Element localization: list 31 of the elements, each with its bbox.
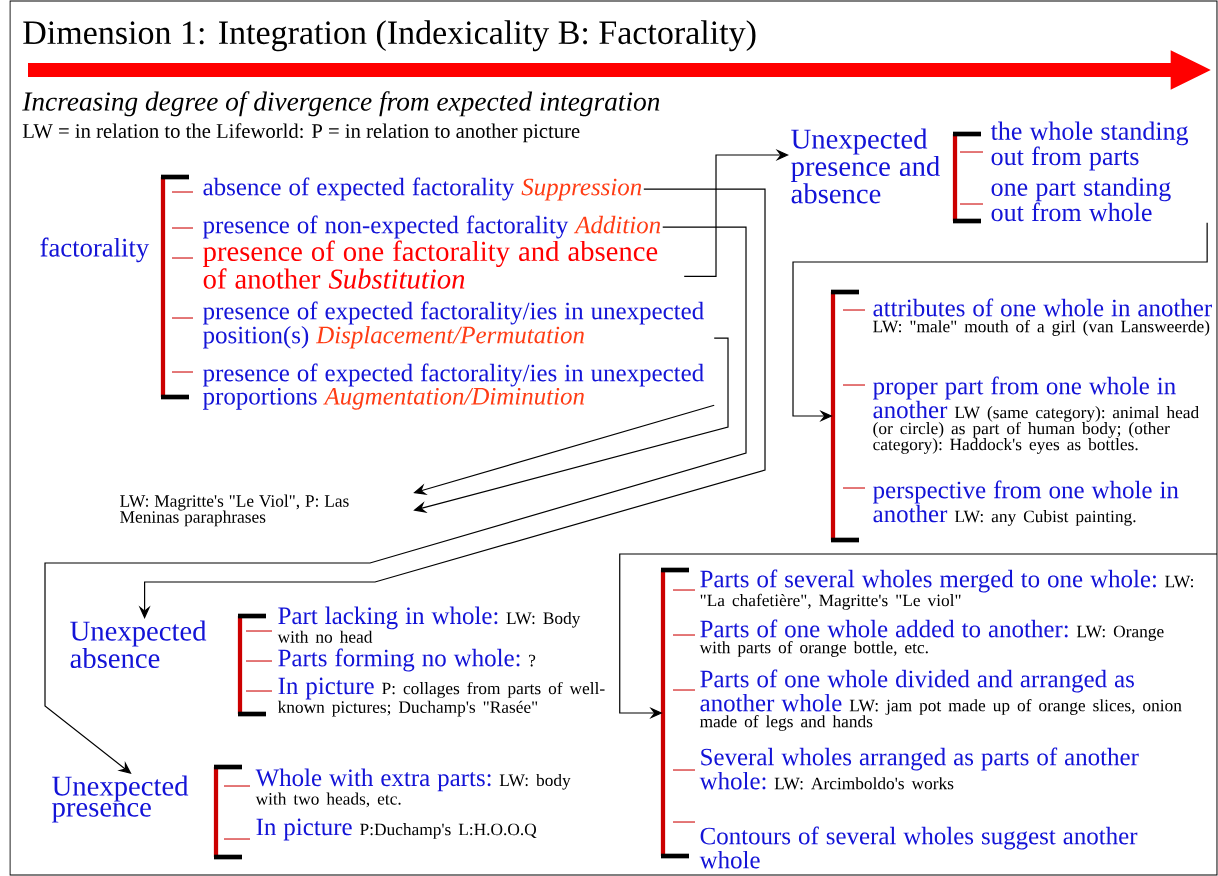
- list-item: Part lacking in whole: LW: Body with no head: [277, 606, 581, 643]
- list-item: presence of expected factorality/ies in unexpected position(s) Displacement/Permutation: [203, 301, 704, 349]
- list-item: proper part from one whole in another LW (same category): animal head (or circle) as part of human body; (other category): Haddock's eyes as bottles.: [873, 376, 1199, 454]
- list-item: presence of one factorality and absence of another Substitution: [203, 240, 658, 289]
- list-item: Contours of several wholes suggest another whole: [699, 826, 1138, 869]
- list-item: one part standing out from whole: [991, 177, 1171, 222]
- list-item: attributes of one whole in another LW: "male" mouth of a girl (van Lansweerde): [873, 298, 1212, 336]
- list-item: perspective from one whole in another LW: any Cubist painting.: [873, 480, 1179, 526]
- list-item: Parts of one whole added to another: LW: Orange with parts of orange bottle, etc.: [699, 619, 1164, 657]
- list-item: absence of expected factorality Suppression: [203, 177, 642, 201]
- category-heading: Unexpected presence and absence: [791, 128, 940, 204]
- list-item: In picture P:Duchamp's L:H.O.O.Q: [256, 818, 537, 841]
- list-item: presence of non-expected factorality Addition: [203, 215, 661, 239]
- bracket: [660, 567, 696, 859]
- list-item: Parts of several wholes merged to one whole: LW: "La chafetière", Magritte's "Le viol": [700, 569, 1193, 610]
- list-item: Whole with extra parts: LW: body with two heads, etc.: [255, 768, 571, 808]
- category-heading: Unexpected presence: [52, 775, 189, 823]
- list-item: Parts of one whole divided and arranged as another whole LW: jam pot made up of orange slices, onion made of legs and hands: [699, 669, 1182, 731]
- title: Dimension 1: Integration (Indexicality B: Factorality): [23, 20, 756, 52]
- bracket: [830, 289, 866, 543]
- list-item: Several wholes arranged as parts of another whole: LW: Arcimboldo's works: [699, 747, 1139, 790]
- note: LW = in relation to the Lifeworld: P = in relation to another picture: [22, 123, 580, 143]
- example-note: LW: Magritte's "Le Viol", P: Las Meninas paraphrases: [120, 494, 349, 527]
- category-label: factorality: [40, 237, 150, 263]
- list-item: Parts forming no whole: ?: [278, 648, 536, 672]
- list-item: In picture P: collages from parts of well-known pictures; Duchamp's "Rasée": [277, 677, 605, 717]
- connector-arrow: [44, 226, 747, 774]
- subtitle: Increasing degree of divergence from expected integration: [22, 91, 660, 117]
- list-item: presence of expected factorality/ies in unexpected proportions Augmentation/Diminution: [203, 363, 704, 410]
- category-heading: Unexpected absence: [70, 620, 207, 669]
- connector-arrow: [683, 148, 789, 278]
